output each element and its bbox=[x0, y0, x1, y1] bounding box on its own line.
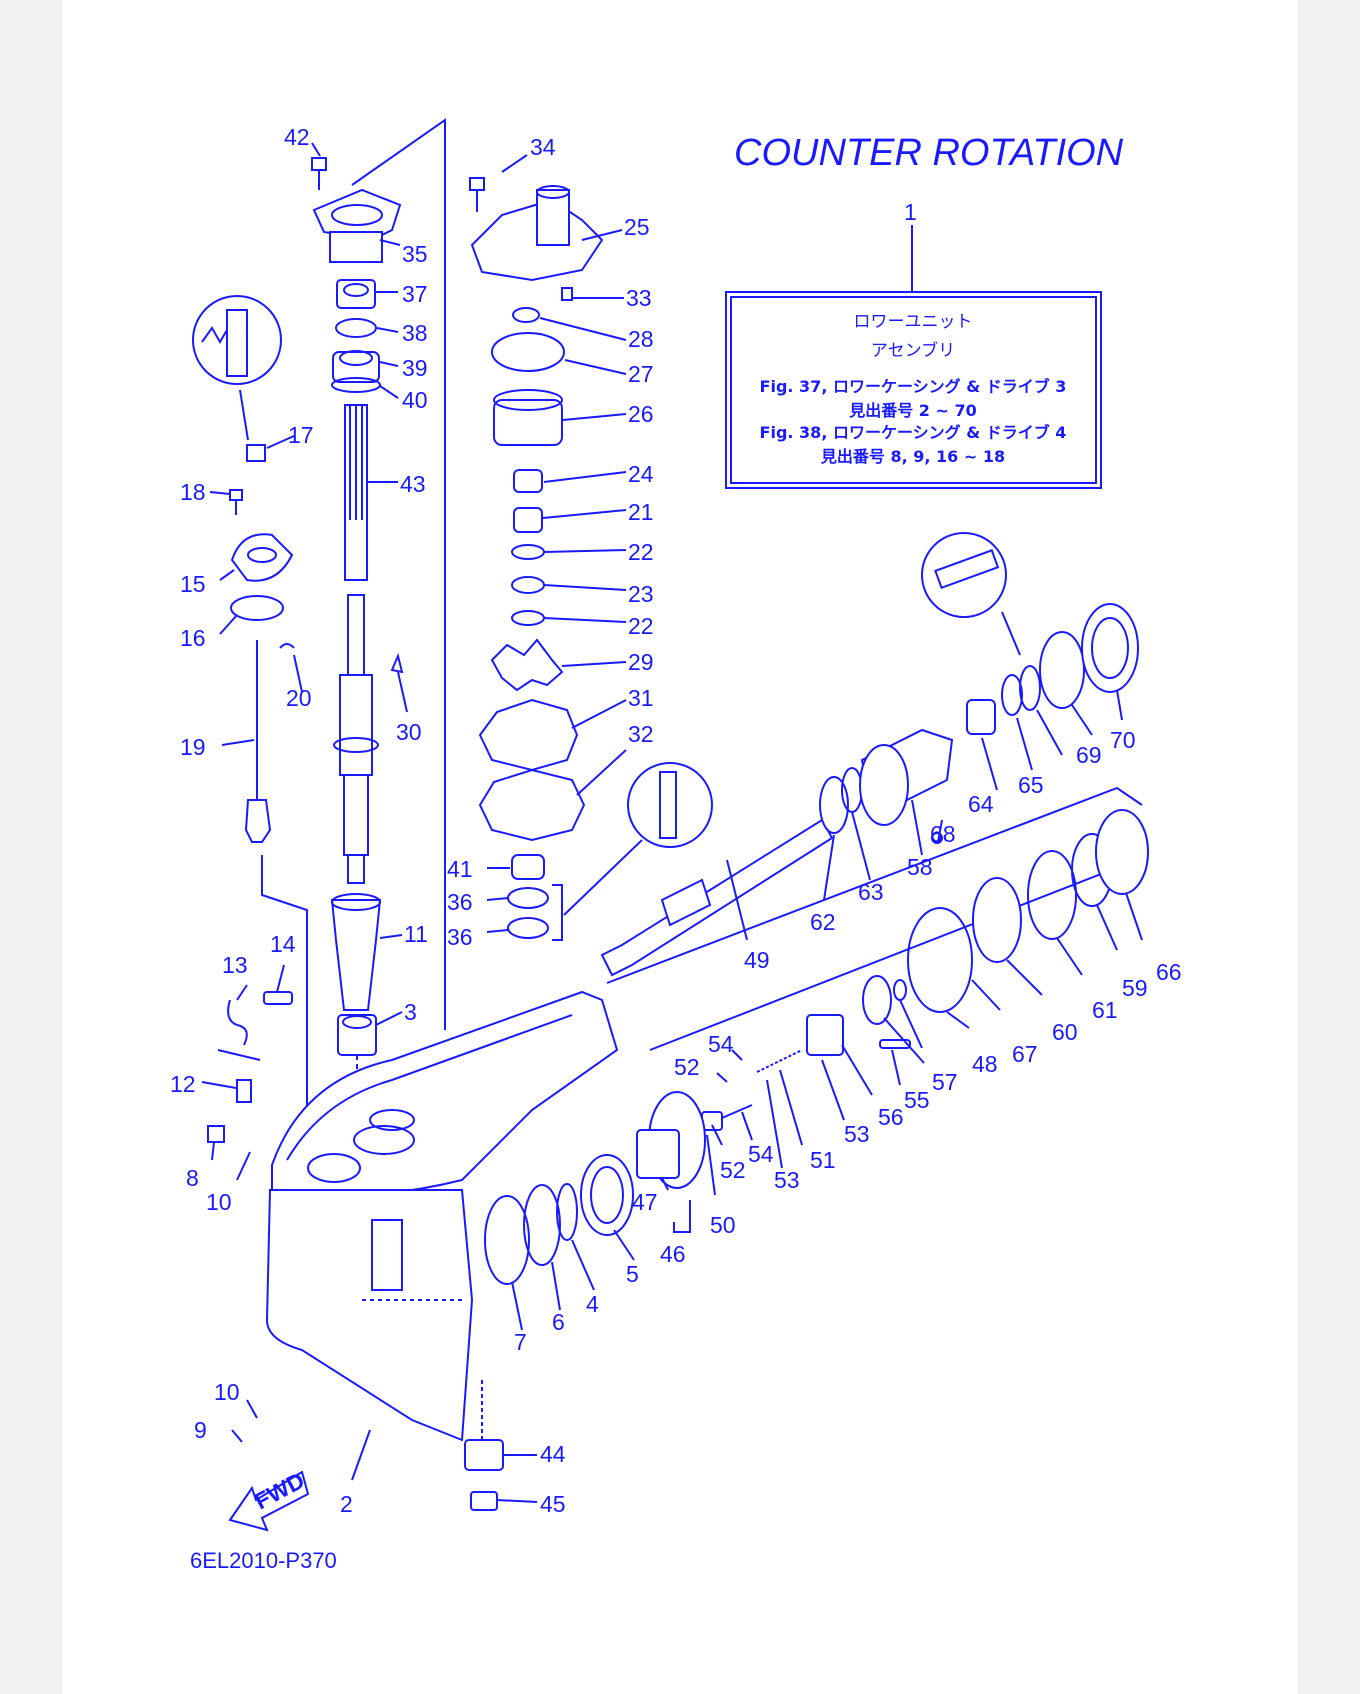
info-line-6: 見出番号 8, 9, 16 ~ 18 bbox=[820, 447, 1005, 466]
info-line-2: アセンブリ bbox=[871, 340, 955, 361]
drawing-code: 6EL2010-P370 bbox=[190, 1548, 337, 1573]
diagram-page: COUNTER ROTATION 1 ロワーユニット アセンブリ Fig. 37… bbox=[62, 0, 1298, 1694]
callout: 30 bbox=[396, 719, 422, 745]
callout: 53 bbox=[844, 1121, 870, 1147]
callout: 42 bbox=[284, 124, 310, 150]
callout: 9 bbox=[194, 1417, 207, 1443]
callout: 62 bbox=[810, 909, 836, 935]
callout: 68 bbox=[930, 821, 956, 847]
callout: 49 bbox=[744, 947, 770, 973]
callout: 35 bbox=[402, 241, 428, 267]
callout: 27 bbox=[628, 361, 654, 387]
callout: 17 bbox=[288, 422, 314, 448]
callout: 2 bbox=[340, 1491, 353, 1517]
info-line-4: 見出番号 2 ~ 70 bbox=[848, 401, 977, 420]
callout: 65 bbox=[1018, 772, 1044, 798]
water-pump-assembly bbox=[469, 177, 713, 941]
callout: 70 bbox=[1110, 727, 1136, 753]
callout: 45 bbox=[540, 1491, 566, 1517]
callout: 6 bbox=[552, 1309, 565, 1335]
lower-casing bbox=[265, 990, 619, 1442]
diagram-title: COUNTER ROTATION bbox=[734, 132, 1124, 174]
fwd-arrow: FWD bbox=[228, 1467, 310, 1532]
shift-rod-assembly bbox=[192, 295, 308, 1143]
callout: 22 bbox=[628, 613, 654, 639]
callout: 23 bbox=[628, 581, 654, 607]
drive-shaft-assembly bbox=[311, 118, 446, 1110]
callout: 51 bbox=[810, 1147, 836, 1173]
callout: 10 bbox=[214, 1379, 240, 1405]
exploded-parts-diagram: COUNTER ROTATION 1 ロワーユニット アセンブリ Fig. 37… bbox=[170, 118, 1182, 1573]
callout: 21 bbox=[628, 499, 654, 525]
callout: 3 bbox=[404, 999, 417, 1025]
callout: 20 bbox=[286, 685, 312, 711]
callout: 28 bbox=[628, 326, 654, 352]
callout: 60 bbox=[1052, 1019, 1078, 1045]
callout: 54 bbox=[748, 1141, 774, 1167]
info-box-ref: 1 bbox=[904, 199, 917, 225]
callout: 40 bbox=[402, 387, 428, 413]
callout: 54 bbox=[708, 1031, 734, 1057]
callout: 25 bbox=[624, 214, 650, 240]
callout: 11 bbox=[404, 921, 428, 947]
callout: 15 bbox=[180, 571, 206, 597]
callout: 10 bbox=[206, 1189, 232, 1215]
callouts: 42 34 25 35 37 33 38 28 39 27 40 26 17 4… bbox=[170, 124, 1182, 1517]
callout: 18 bbox=[180, 479, 206, 505]
callout: 57 bbox=[932, 1069, 958, 1095]
callout: 33 bbox=[626, 285, 652, 311]
callout: 38 bbox=[402, 320, 428, 346]
callout: 39 bbox=[402, 355, 428, 381]
leader-lines bbox=[201, 142, 1143, 1503]
callout: 52 bbox=[674, 1054, 700, 1080]
info-line-1: ロワーユニット bbox=[854, 312, 973, 332]
callout: 32 bbox=[628, 721, 654, 747]
propeller-shaft-assembly bbox=[464, 532, 1149, 1511]
callout: 41 bbox=[447, 856, 473, 882]
callout: 7 bbox=[514, 1329, 527, 1355]
callout: 48 bbox=[972, 1051, 998, 1077]
callout: 46 bbox=[660, 1241, 686, 1267]
callout: 63 bbox=[858, 879, 884, 905]
callout: 16 bbox=[180, 625, 206, 651]
callout: 44 bbox=[540, 1441, 566, 1467]
callout: 26 bbox=[628, 401, 654, 427]
callout: 8 bbox=[186, 1165, 199, 1191]
callout: 5 bbox=[626, 1261, 639, 1287]
callout: 50 bbox=[710, 1212, 736, 1238]
callout: 36 bbox=[447, 924, 473, 950]
callout: 43 bbox=[400, 471, 426, 497]
info-box: 1 ロワーユニット アセンブリ Fig. 37, ロワーケーシング & ドライブ… bbox=[725, 199, 1102, 489]
callout: 61 bbox=[1092, 997, 1118, 1023]
info-line-5: Fig. 38, ロワーケーシング & ドライブ 4 bbox=[760, 423, 1067, 442]
callout: 19 bbox=[180, 734, 206, 760]
info-line-3: Fig. 37, ロワーケーシング & ドライブ 3 bbox=[760, 377, 1067, 396]
callout: 55 bbox=[904, 1087, 930, 1113]
callout: 36 bbox=[447, 889, 473, 915]
callout: 58 bbox=[907, 854, 933, 880]
callout: 69 bbox=[1076, 742, 1102, 768]
callout: 14 bbox=[270, 931, 296, 957]
callout: 37 bbox=[402, 281, 428, 307]
callout: 56 bbox=[878, 1104, 904, 1130]
callout: 31 bbox=[628, 685, 654, 711]
callout: 64 bbox=[968, 791, 994, 817]
callout: 52 bbox=[720, 1157, 746, 1183]
callout: 4 bbox=[586, 1291, 599, 1317]
callout: 29 bbox=[628, 649, 654, 675]
callout: 67 bbox=[1012, 1041, 1038, 1067]
callout: 66 bbox=[1156, 959, 1182, 985]
callout: 53 bbox=[774, 1167, 800, 1193]
callout: 12 bbox=[170, 1071, 196, 1097]
callout: 59 bbox=[1122, 975, 1148, 1001]
callout: 47 bbox=[632, 1189, 658, 1215]
callout: 22 bbox=[628, 539, 654, 565]
callout: 34 bbox=[530, 134, 556, 160]
callout: 24 bbox=[628, 461, 654, 487]
callout: 13 bbox=[222, 952, 248, 978]
